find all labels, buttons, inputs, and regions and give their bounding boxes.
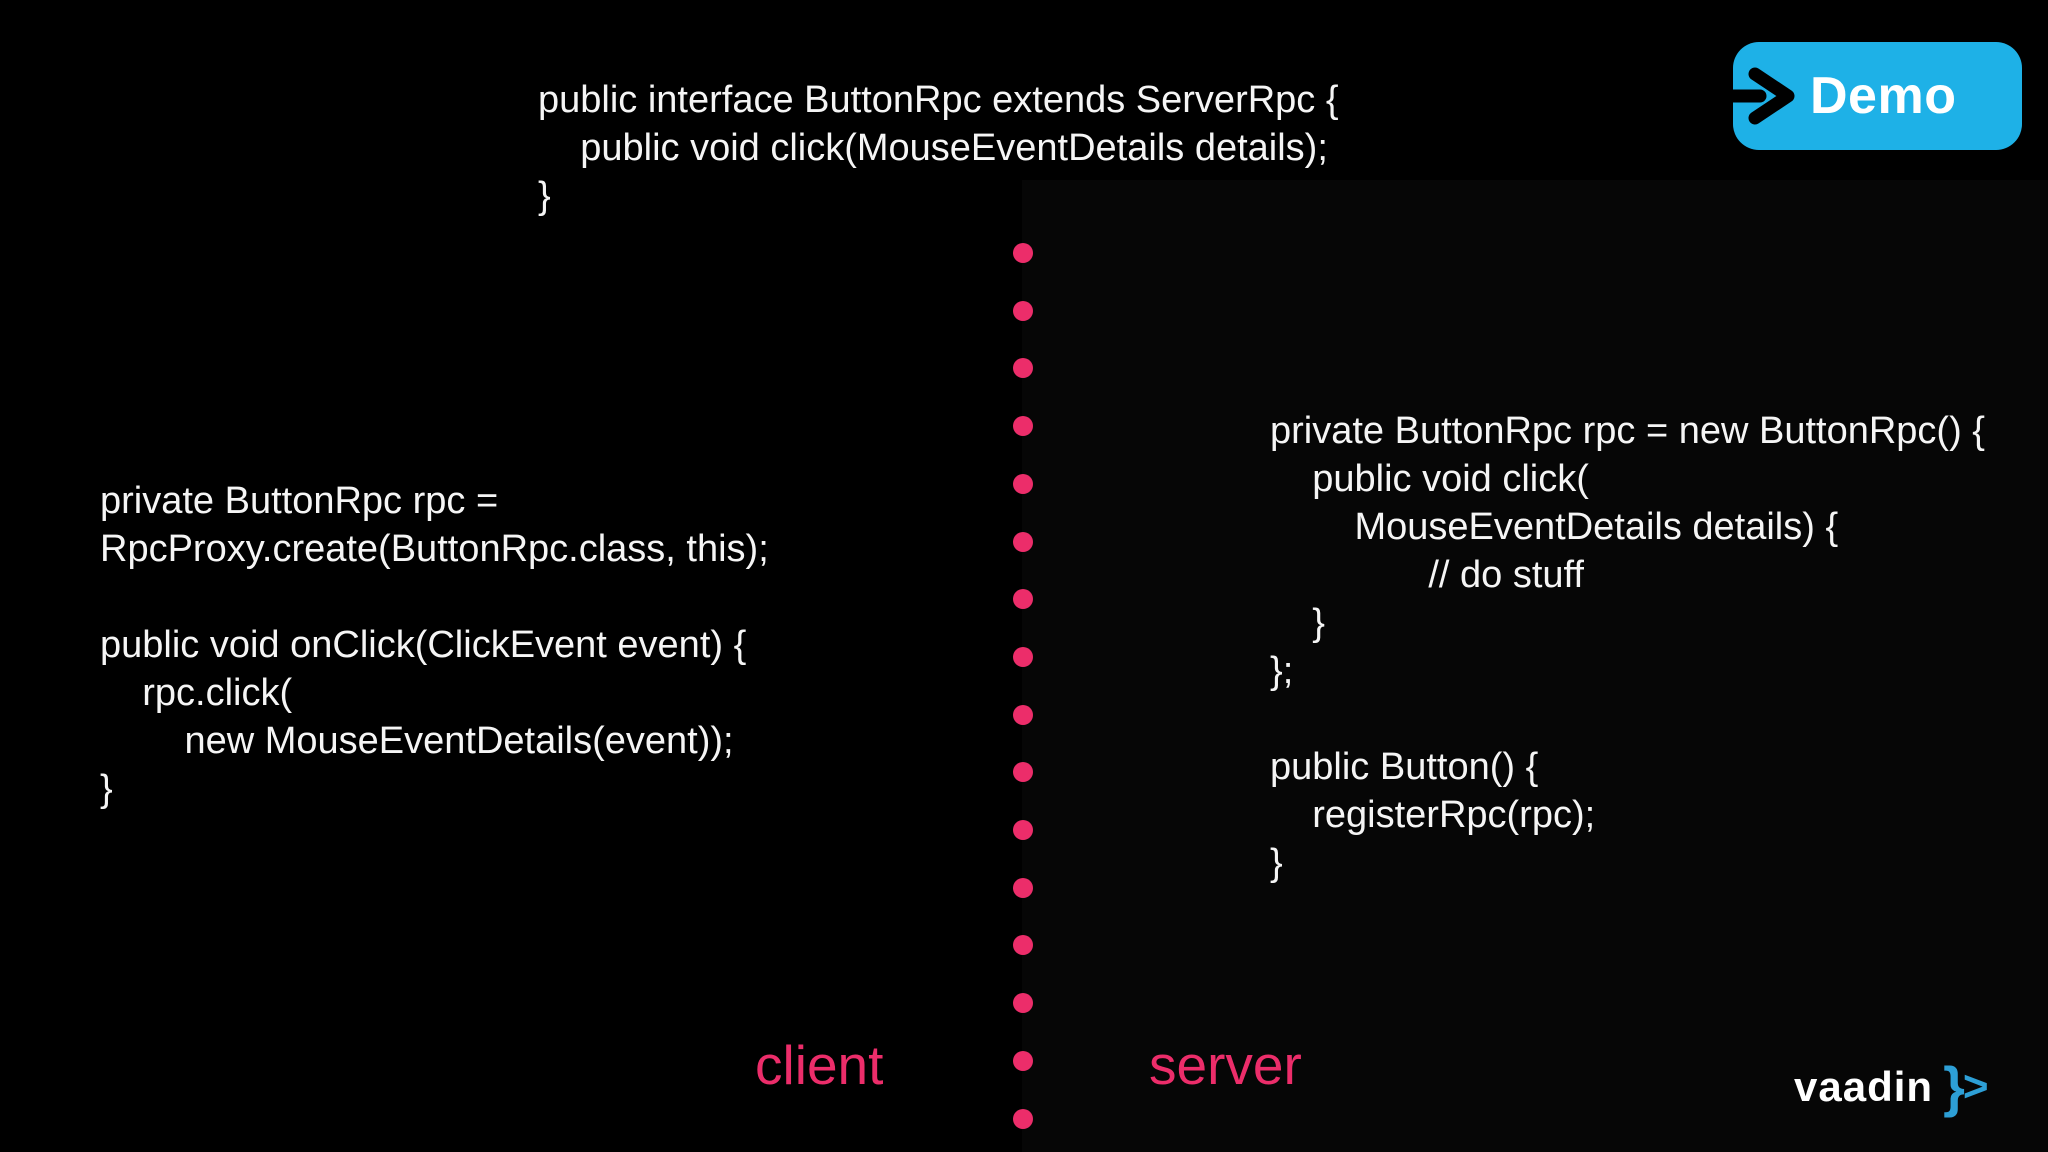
- demo-button[interactable]: Demo: [1728, 42, 2022, 150]
- divider-dot: [1013, 820, 1033, 840]
- server-label: server: [1149, 1034, 1302, 1096]
- vaadin-brace-symbol: }: [1943, 1055, 1965, 1118]
- vaadin-wordmark: vaadin: [1794, 1063, 1934, 1110]
- divider-dot: [1013, 704, 1033, 725]
- client-code-block: private ButtonRpc rpc = RpcProxy.create(…: [100, 480, 769, 810]
- divider-dot: [1013, 589, 1033, 610]
- vaadin-gt-symbol: >: [1962, 1062, 1989, 1111]
- divider-dot: [1013, 993, 1033, 1014]
- divider-dot: [1013, 243, 1033, 263]
- divider-dot: [1013, 1108, 1033, 1129]
- divider-dot: [1013, 646, 1033, 667]
- divider-dot: [1013, 762, 1033, 783]
- divider-dot: [1013, 531, 1033, 552]
- right-arrow-icon: [1728, 67, 1795, 125]
- divider-dot: [1013, 877, 1033, 898]
- client-label: client: [755, 1034, 884, 1096]
- divider-dot: [1013, 1050, 1033, 1071]
- divider-dot: [1013, 300, 1033, 321]
- divider-dot: [1013, 416, 1033, 437]
- divider-dot: [1013, 473, 1033, 494]
- server-code-block: private ButtonRpc rpc = new ButtonRpc() …: [1270, 410, 1985, 884]
- interface-code-block: public interface ButtonRpc extends Serve…: [538, 79, 1339, 217]
- vaadin-logo: vaadin } >: [1794, 1056, 1989, 1118]
- demo-button-label: Demo: [1810, 67, 1957, 125]
- divider-dot: [1013, 935, 1033, 956]
- divider-dot: [1013, 358, 1033, 379]
